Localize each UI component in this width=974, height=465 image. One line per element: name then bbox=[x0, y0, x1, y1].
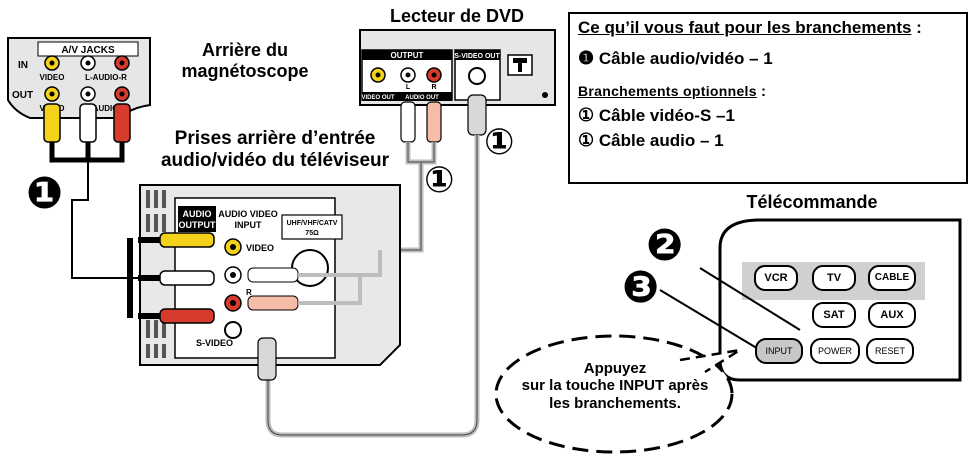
dvd-video-out-label: VIDEO OUT bbox=[361, 95, 394, 101]
vcr-back-panel: A/V JACKS IN OUT VIDEO L-AUDIO-R VIDEO L… bbox=[7, 37, 151, 119]
callout-3: ❸ bbox=[622, 262, 660, 313]
opt2-number: ① bbox=[578, 130, 595, 150]
opt1-number: ① bbox=[578, 105, 595, 125]
vcr-title-line1: Arrière du bbox=[201, 40, 289, 60]
tv-cable-connections bbox=[127, 232, 382, 381]
tv-audio-output-label-1: AUDIO bbox=[183, 209, 212, 219]
requirements-box: Ce qu’il vous faut pour les branchements… bbox=[568, 12, 968, 184]
remote-power-button[interactable]: POWER bbox=[810, 338, 860, 364]
dvd-title: Lecteur de DVD bbox=[389, 6, 525, 26]
opt2-text: Câble audio – 1 bbox=[598, 131, 724, 150]
speech-line1: Appuyez bbox=[583, 360, 647, 377]
tv-audio-output-label-2: OUTPUT bbox=[179, 220, 217, 230]
remote-input-button[interactable]: INPUT bbox=[755, 338, 803, 364]
speech-line2: sur la touche INPUT après bbox=[521, 377, 709, 395]
vcr-in-label: IN bbox=[18, 60, 28, 71]
vcr-jacks-header: A/V JACKS bbox=[61, 45, 115, 56]
remote-aux-button[interactable]: AUX bbox=[868, 302, 916, 328]
dvd-audio-out-label: AUDIO OUT bbox=[405, 95, 439, 101]
optional-heading: Branchements optionnels bbox=[578, 83, 757, 99]
speech-line3: les branchements. bbox=[549, 394, 681, 412]
callout-arrow-3 bbox=[659, 289, 761, 351]
vcr-out-label: OUT bbox=[12, 90, 33, 101]
tv-ohm-label: 75Ω bbox=[305, 230, 319, 237]
vcr-video-in-label: VIDEO bbox=[40, 73, 65, 82]
tv-video-label: VIDEO bbox=[246, 243, 274, 253]
callout-2: ❷ bbox=[646, 220, 684, 271]
requirements-heading: Ce qu’il vous faut pour les branchements bbox=[578, 18, 912, 37]
requirements-heading-suffix: : bbox=[911, 18, 922, 37]
vcr-title-line2: magnétoscope bbox=[181, 60, 309, 81]
tv-title-line1: Prises arrière d’entrée bbox=[174, 128, 376, 149]
tv-av-input-label-1: AUDIO VIDEO bbox=[218, 209, 278, 219]
tv-antenna-label: UHF/VHF/CATV bbox=[287, 220, 338, 227]
dvd-r-label: R bbox=[431, 84, 436, 91]
remote-tv-button[interactable]: TV bbox=[812, 265, 856, 291]
opt1-text: Câble vidéo-S –1 bbox=[598, 106, 735, 125]
tv-title-line2: audio/vidéo du téléviseur bbox=[160, 149, 390, 171]
remote-vcr-button[interactable]: VCR bbox=[754, 265, 798, 291]
tv-r-label: R bbox=[246, 288, 252, 297]
item1-number: ❶ bbox=[578, 48, 595, 68]
item1-text: Câble audio/vidéo – 1 bbox=[598, 49, 773, 68]
callout-1: ❶ bbox=[26, 168, 64, 219]
tv-svideo-label: S-VIDEO bbox=[196, 338, 233, 348]
vcr-audio-in-label: L-AUDIO-R bbox=[85, 73, 127, 82]
speech-bubble bbox=[494, 334, 734, 454]
dvd-l-label: L bbox=[406, 84, 411, 91]
callout-optional-audio: ① bbox=[424, 160, 455, 201]
callout-optional-svideo: ① bbox=[484, 122, 515, 163]
vcr-audio-out-label: L-AUDIO-R bbox=[85, 104, 127, 113]
tv-av-input-label-2: INPUT bbox=[235, 220, 263, 230]
callout-arrow-2 bbox=[699, 267, 801, 331]
dvd-back-panel: OUTPUT L R VIDEO OUT AUDIO OUT S-VIDEO O… bbox=[359, 29, 556, 106]
remote-reset-button[interactable]: RESET bbox=[866, 338, 914, 364]
remote-cable-button[interactable]: CABLE bbox=[868, 265, 916, 291]
remote-sat-button[interactable]: SAT bbox=[812, 302, 856, 328]
vcr-av-cable bbox=[43, 103, 138, 279]
dvd-output-label: OUTPUT bbox=[391, 51, 424, 60]
optional-heading-suffix: : bbox=[756, 83, 766, 100]
remote-title: Télécommande bbox=[746, 192, 878, 212]
dvd-svideo-out-label: S-VIDEO OUT bbox=[454, 53, 500, 60]
